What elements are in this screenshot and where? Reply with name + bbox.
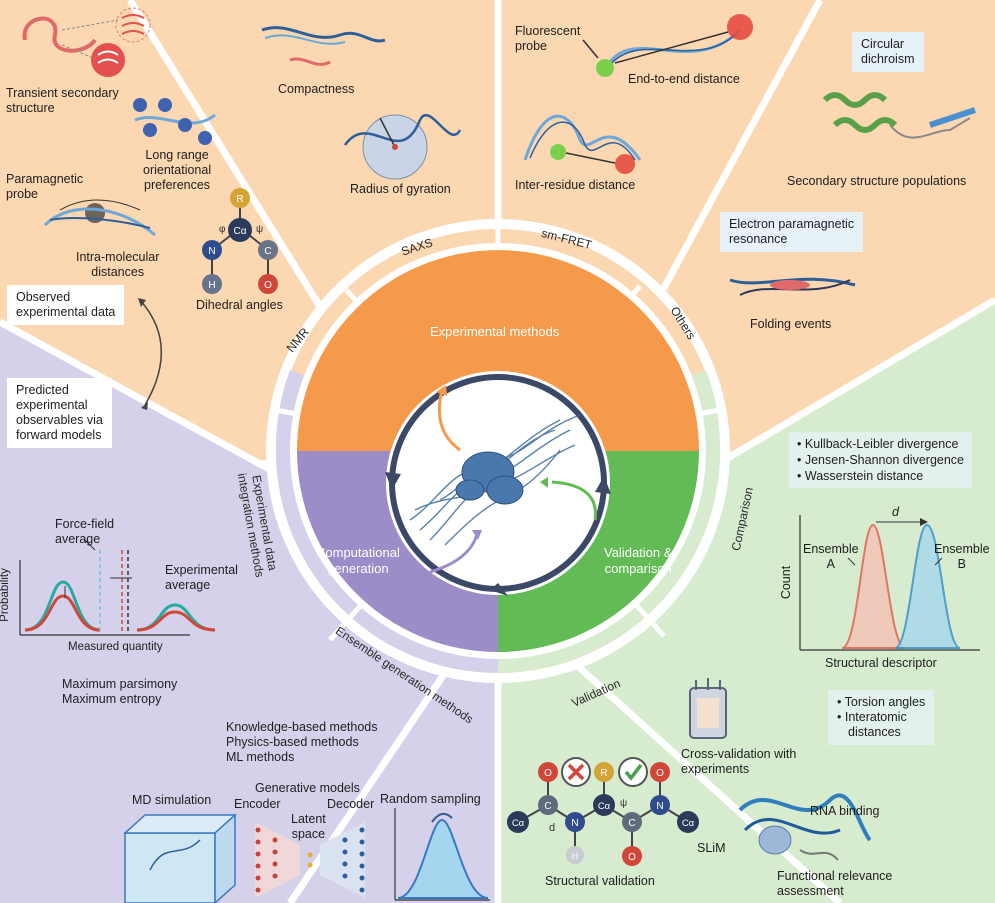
probability-axis-label: Probability [0, 568, 11, 622]
center-label-validation: Validation &comparison [604, 545, 673, 576]
svg-text:R: R [600, 768, 607, 779]
dihedral-angles-label: Dihedral angles [196, 298, 283, 312]
secondary-populations-label: Secondary structure populations [787, 174, 967, 188]
long-range-icon [133, 98, 216, 145]
folding-events-label: Folding events [750, 317, 832, 331]
central-protein-core [455, 451, 524, 505]
structural-validation-label: Structural validation [545, 874, 655, 888]
psi-label: ψ [256, 224, 263, 235]
structural-descriptor-label: Structural descriptor [825, 656, 937, 670]
divergence-list: Kullback-Leibler divergenceJensen-Shanno… [789, 432, 973, 488]
generative-models-label: Generative models [255, 781, 360, 795]
encoder-label: Encoder [234, 797, 281, 811]
double-arrow [139, 299, 162, 406]
end-to-end-icon [582, 14, 753, 77]
atom-ca: Cα [233, 226, 246, 237]
svg-text:C: C [544, 801, 551, 812]
atom-n: N [208, 246, 215, 257]
random-sampling-label: Random sampling [380, 792, 481, 806]
compactness-icon [261, 26, 386, 66]
rna-binding-label: RNA binding [810, 804, 880, 818]
folding-events-icon [729, 277, 856, 296]
radius-gyration-label: Radius of gyration [350, 182, 451, 196]
circular-dichroism-icon [822, 92, 976, 139]
atom-h: H [208, 280, 215, 291]
svg-text:H: H [572, 851, 579, 861]
svg-text:Cα: Cα [512, 818, 525, 829]
distribution-plot [19, 539, 216, 636]
transient-helix-icon [22, 7, 151, 77]
svg-text:N: N [571, 818, 578, 829]
functional-relevance-icon [738, 793, 872, 861]
phi-label: φ [219, 224, 226, 235]
atom-r: R [236, 194, 243, 205]
radius-gyration-icon [343, 114, 462, 180]
compactness-label: Compactness [278, 82, 355, 96]
svg-text:O: O [544, 768, 552, 779]
dihedral-angle-icon [202, 188, 278, 294]
svg-text:C: C [628, 818, 635, 829]
left-lower-region [0, 322, 498, 903]
distance-d-label: d [892, 505, 899, 519]
svg-text:N: N [656, 801, 663, 812]
slim-label: SLiM [697, 841, 726, 855]
experimental-sector [297, 250, 699, 451]
count-axis-label: Count [779, 565, 794, 600]
inter-residue-label: Inter-residue distance [515, 178, 636, 192]
random-sampling-icon [394, 808, 490, 901]
svg-text:O: O [656, 768, 664, 779]
svg-text:Cα: Cα [682, 818, 695, 829]
svg-text:Cα: Cα [598, 801, 611, 812]
atom-o: O [264, 280, 272, 291]
md-simulation-label: MD simulation [132, 793, 212, 807]
paramagnetic-probe-icon [43, 199, 156, 237]
svg-text:O: O [628, 852, 636, 863]
end-to-end-label: End-to-end distance [628, 72, 740, 86]
center-label-experimental: Experimental methods [430, 324, 560, 339]
svg-text:d: d [549, 822, 555, 834]
count-plot [799, 515, 980, 651]
inter-residue-icon [523, 114, 642, 174]
measured-quantity-label: Measured quantity [68, 641, 163, 653]
atom-c: C [264, 246, 271, 257]
svg-text:ψ: ψ [620, 798, 627, 809]
generative-model-icon [255, 822, 365, 898]
md-simulation-icon [123, 813, 237, 903]
validation-atoms [507, 757, 699, 866]
decoder-label: Decoder [327, 797, 375, 811]
cross-validation-icon [689, 678, 727, 739]
